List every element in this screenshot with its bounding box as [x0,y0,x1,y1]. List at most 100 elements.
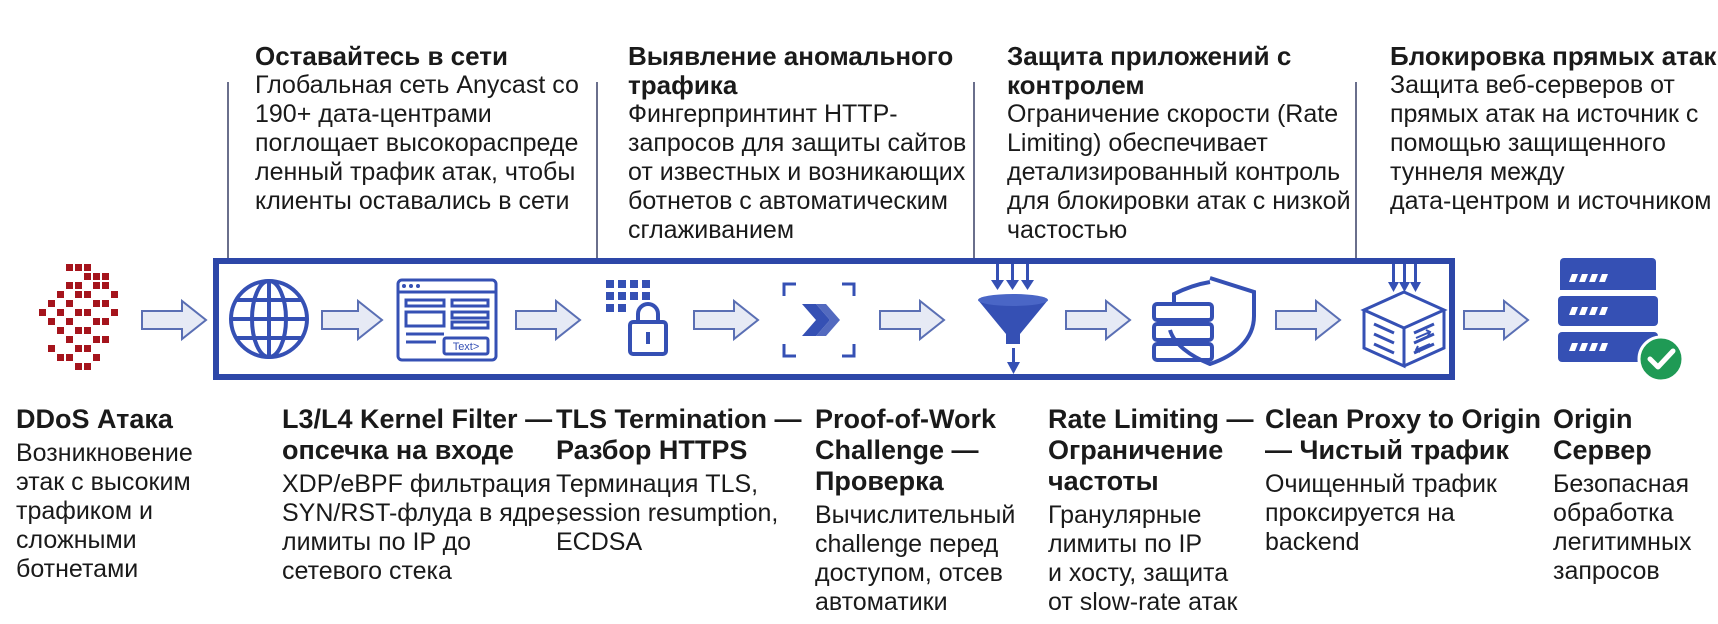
ddos-pixel-cloud-icon [39,264,118,370]
cube-tunnel-icon [1360,264,1448,369]
annotation-line: поглощает высокораспреде [255,129,579,157]
stage-line: challenge перед [815,530,999,558]
stage-title: Rate Limiting — [1048,404,1254,434]
annotation-line: для блокировки атак с низкой [1007,187,1351,215]
flow-arrow [321,298,384,342]
stage-clean-proxy: Clean Proxy to Origin — Чистый трафик Оч… [1265,404,1541,557]
annotation-line: дата-центром и источником [1390,187,1712,215]
flow-arrow [1275,298,1342,342]
stage-title: Ограничение [1048,435,1224,465]
annotation-line: прямых атак на источник с [1390,100,1699,128]
stage-line: XDP/eBPF фильтрация [282,470,552,498]
stage-title: Разбор HTTPS [556,435,748,465]
stage-kernel-filter: L3/L4 Kernel Filter — опсечка на входе X… [282,404,562,586]
annotation-line: частостью [1007,216,1128,244]
shield-server-icon [1152,276,1256,366]
annotation-stay-online: Оставайтесь в сети Глобальная сеть Anyca… [255,42,579,216]
stage-line: сетевого стека [282,557,452,585]
flow-arrow [1065,298,1132,342]
stage-origin-server: Origin Сервер Безопасная обработка легит… [1553,404,1718,586]
annotation-line: Limiting) обеспечивает [1007,129,1268,157]
stage-line: проксируется на [1265,499,1455,527]
annotation-line: клиенты оставались в сети [255,187,570,215]
connector-line [973,82,975,260]
stage-line: от slow-rate атак [1048,588,1238,616]
stage-title: L3/L4 Kernel Filter — [282,404,553,434]
annotation-line: Ограничение скорости (Rate [1007,100,1339,128]
stage-title: DDoS Атака [16,404,173,434]
annotation-anomaly-detection: Выявление аномального трафика Фингерприн… [628,42,966,245]
stage-line: SYN/RST-флуда в ядре, [282,499,563,527]
lock-grid-icon [606,280,668,356]
flow-arrow [693,298,760,342]
stage-line: обработка [1553,499,1674,527]
annotation-title: Выявление аномального [628,41,954,71]
annotation-line: запросов для защиты сайтов [628,129,967,157]
annotation-line: ботнетов с автоматическим [628,187,948,215]
flow-arrow [141,298,208,342]
stage-title: Proof-of-Work [815,404,996,434]
annotation-line: туннеля между [1390,158,1565,186]
stage-ddos-attack: DDoS Атака Возникновение этак с высоким … [16,404,193,584]
funnel-icon [978,264,1048,374]
stage-line: ECDSA [556,528,643,556]
stage-line: backend [1265,528,1360,556]
flow-arrow [515,298,582,342]
stage-line: сложными [16,526,137,554]
stage-line: трафиком и [16,497,154,525]
stage-line: лимиты по IP до [282,528,472,556]
stage-title: Проверка [815,466,944,496]
annotation-app-protection: Защита приложений с контролем Ограничени… [1007,42,1351,245]
stage-line: запросов [1553,557,1660,585]
form-text-label: Text> [453,341,480,353]
stage-title: частоты [1048,466,1159,496]
stage-line: доступом, отсев [815,559,1003,587]
annotation-line: помощью защищенного [1390,129,1666,157]
annotation-line: Фингерпринтинт HTTP- [628,100,898,128]
annotation-line: от известных и возникающих [628,158,966,186]
connector-line [227,82,229,260]
stage-title: опсечка на входе [282,435,514,465]
stage-line: ботнетами [16,555,139,583]
globe-icon [229,279,309,359]
stage-line: Безопасная [1553,470,1690,498]
annotation-title: трафика [628,70,738,100]
stage-title: Challenge — [815,435,979,465]
annotation-line: 190+ дата-центрами [255,100,492,128]
web-form-icon: Text> [396,278,498,362]
annotation-line: ленный трафик атак, чтобы [255,158,576,186]
stage-line: и хосту, защита [1048,559,1229,587]
stage-line: Очищенный трафик [1265,470,1497,498]
stage-line: этак с высоким [16,468,191,496]
stage-line: лимиты по IP [1048,530,1203,558]
stage-line: легитимных [1553,528,1692,556]
annotation-title: Блокировка прямых атак [1390,41,1717,71]
stage-title: Origin Сервер [1553,404,1652,465]
annotation-direct-attack-blocking: Блокировка прямых атак Защита веб-сервер… [1390,42,1716,216]
server-check-icon [1558,258,1685,382]
double-chevron-icon [782,282,856,358]
stage-line: Вычислительный [815,501,1016,529]
stage-line: Возникновение [16,439,193,467]
annotation-line: Глобальная сеть Anycast со [255,71,579,99]
stage-title: TLS Termination — [556,404,802,434]
connector-line [1355,82,1357,260]
stage-line: автоматики [815,588,948,616]
annotation-title: контролем [1007,70,1145,100]
stage-title: Clean Proxy to Origin [1265,404,1542,434]
stage-tls-termination: TLS Termination — Разбор HTTPS Терминаци… [556,404,802,557]
stage-line: session resumption, [556,499,779,527]
stage-rate-limiting: Rate Limiting — Ограничение частоты Гран… [1048,404,1254,617]
stage-proof-of-work: Proof-of-Work Challenge — Проверка Вычис… [815,404,1015,617]
annotation-line: детализированный контроль [1007,158,1341,186]
flow-arrow [879,298,946,342]
annotation-line: сглаживанием [628,216,795,244]
connector-line [596,82,598,260]
annotation-line: Защита веб-серверов от [1390,71,1675,99]
stage-title: — Чистый трафик [1265,435,1509,465]
annotation-title: Защита приложений с [1007,41,1292,71]
annotation-title: Оставайтесь в сети [255,41,508,71]
stage-line: Гранулярные [1048,501,1202,529]
flow-arrow [1463,298,1530,342]
stage-line: Терминация TLS, [556,470,759,498]
